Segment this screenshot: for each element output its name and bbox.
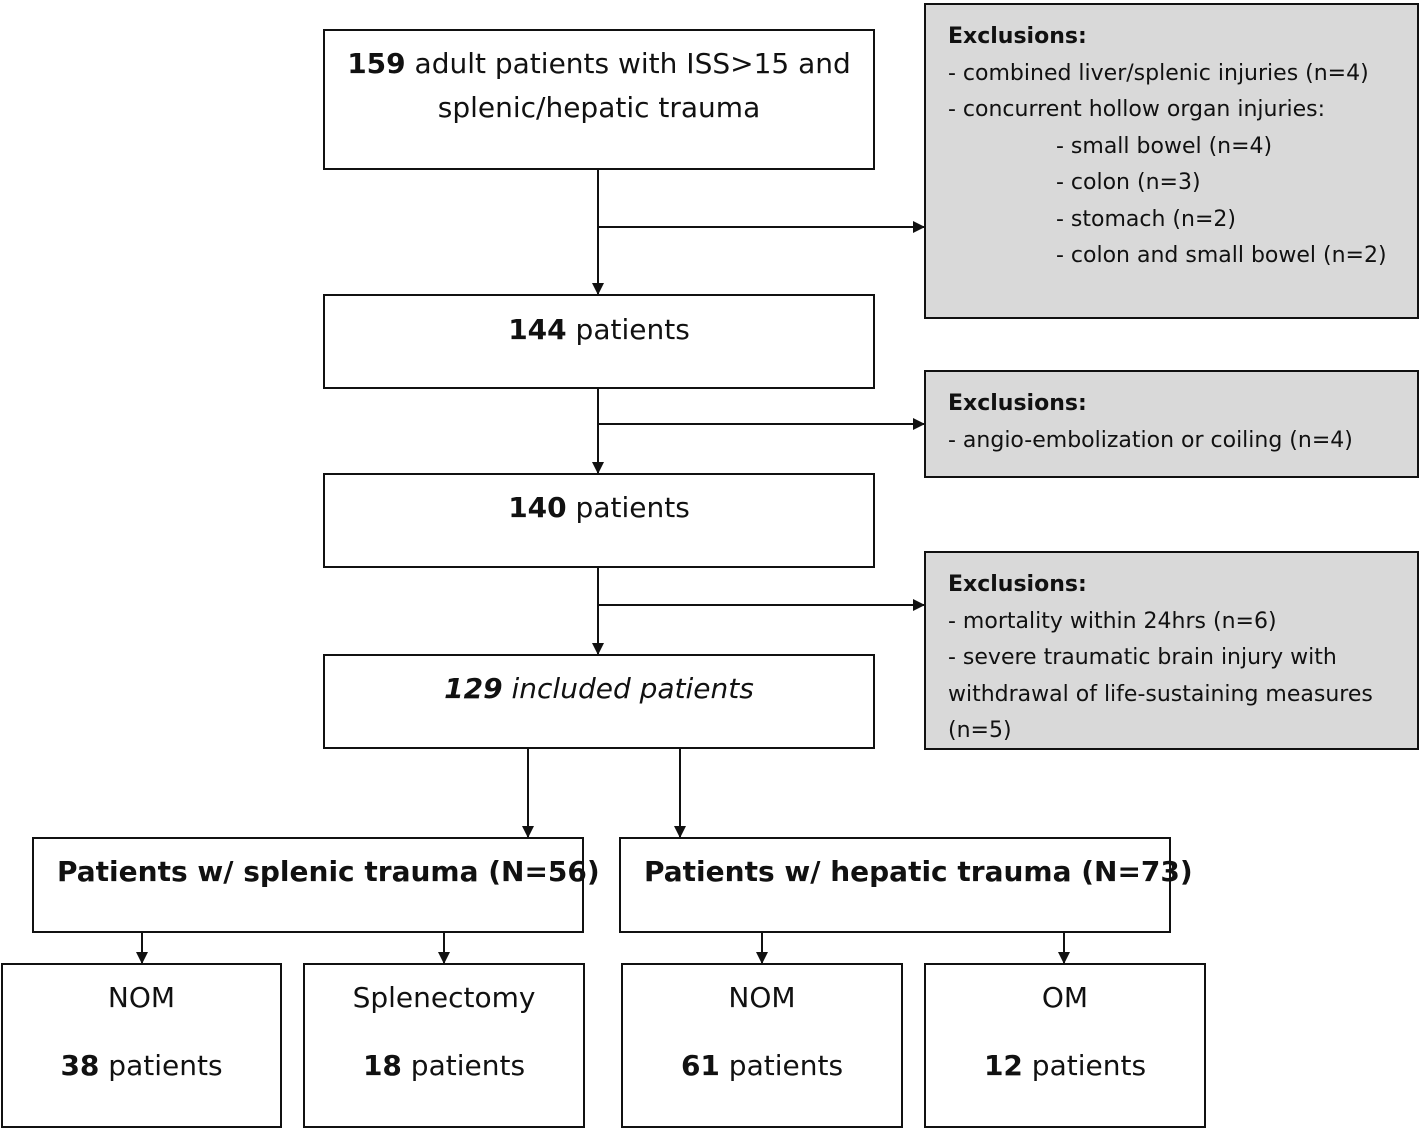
exclusion-item: - severe traumatic brain injury with: [948, 645, 1337, 670]
exclusion-item: - concurrent hollow organ injuries:: [948, 97, 1326, 122]
box-outcome-nom-hepatic: NOM 61 patients: [621, 963, 903, 1128]
exclusion-subitem: - stomach (n=2): [1056, 206, 1236, 232]
hepatic-label: Patients w/ hepatic trauma (N=73): [644, 855, 1193, 888]
exclusion-item: - mortality within 24hrs (n=6): [948, 608, 1277, 634]
step2-text: 144 patients: [508, 313, 690, 346]
outcome-title: Splenectomy: [352, 981, 536, 1014]
exclusions-3-text: Exclusions: - mortality within 24hrs (n=…: [948, 567, 1373, 750]
exclusion-subitem: - colon and small bowel (n=2): [1056, 243, 1387, 268]
initial-line-1: 159 adult patients with ISS>15 and: [347, 47, 851, 80]
box-outcome-nom-splenic: NOM 38 patients: [1, 963, 282, 1128]
exclusion-item: (n=5): [948, 718, 1012, 743]
splenic-label: Patients w/ splenic trauma (N=56): [57, 855, 600, 888]
step4-text: 129 included patients: [444, 672, 754, 705]
box-included-patients: 129 included patients: [323, 654, 875, 749]
exclusions-header: Exclusions:: [948, 572, 1087, 597]
outcome-count: 18 patients: [362, 1049, 526, 1082]
outcome-count: 38 patients: [60, 1049, 223, 1082]
outcome-title: NOM: [107, 981, 176, 1014]
outcome-title: NOM: [728, 981, 796, 1014]
exclusions-box-1: Exclusions: - combined liver/splenic inj…: [924, 3, 1419, 319]
box-144-patients: 144 patients: [323, 294, 875, 389]
step3-text: 140 patients: [508, 491, 690, 524]
outcome-title: OM: [1041, 981, 1089, 1014]
box-splenic-trauma: Patients w/ splenic trauma (N=56): [32, 837, 600, 933]
exclusions-1-text: Exclusions: - combined liver/splenic inj…: [948, 19, 1387, 275]
exclusions-box-2: Exclusions: - angio-embolization or coil…: [924, 370, 1419, 478]
box-initial-patients: 159 adult patients with ISS>15 and splen…: [323, 29, 875, 170]
initial-line-2: splenic/hepatic trauma: [437, 91, 761, 124]
exclusion-subitem: - small bowel (n=4): [1056, 133, 1273, 159]
exclusions-header: Exclusions:: [948, 391, 1087, 416]
exclusion-subitem: - colon (n=3): [1056, 170, 1201, 195]
box-140-patients: 140 patients: [323, 473, 875, 568]
outcome-count: 61 patients: [680, 1049, 844, 1082]
box-outcome-om: OM 12 patients: [924, 963, 1206, 1128]
exclusions-header: Exclusions:: [948, 24, 1087, 49]
exclusion-item: - combined liver/splenic injuries (n=4): [948, 60, 1369, 86]
box-outcome-splenectomy: Splenectomy 18 patients: [303, 963, 585, 1128]
exclusion-item: - angio-embolization or coiling (n=4): [948, 427, 1353, 453]
exclusions-box-3: Exclusions: - mortality within 24hrs (n=…: [924, 551, 1419, 750]
exclusion-item: withdrawal of life-sustaining measures: [948, 681, 1373, 707]
exclusions-2-text: Exclusions: - angio-embolization or coil…: [948, 386, 1353, 459]
box-hepatic-trauma: Patients w/ hepatic trauma (N=73): [619, 837, 1193, 933]
outcome-count: 12 patients: [983, 1049, 1147, 1082]
